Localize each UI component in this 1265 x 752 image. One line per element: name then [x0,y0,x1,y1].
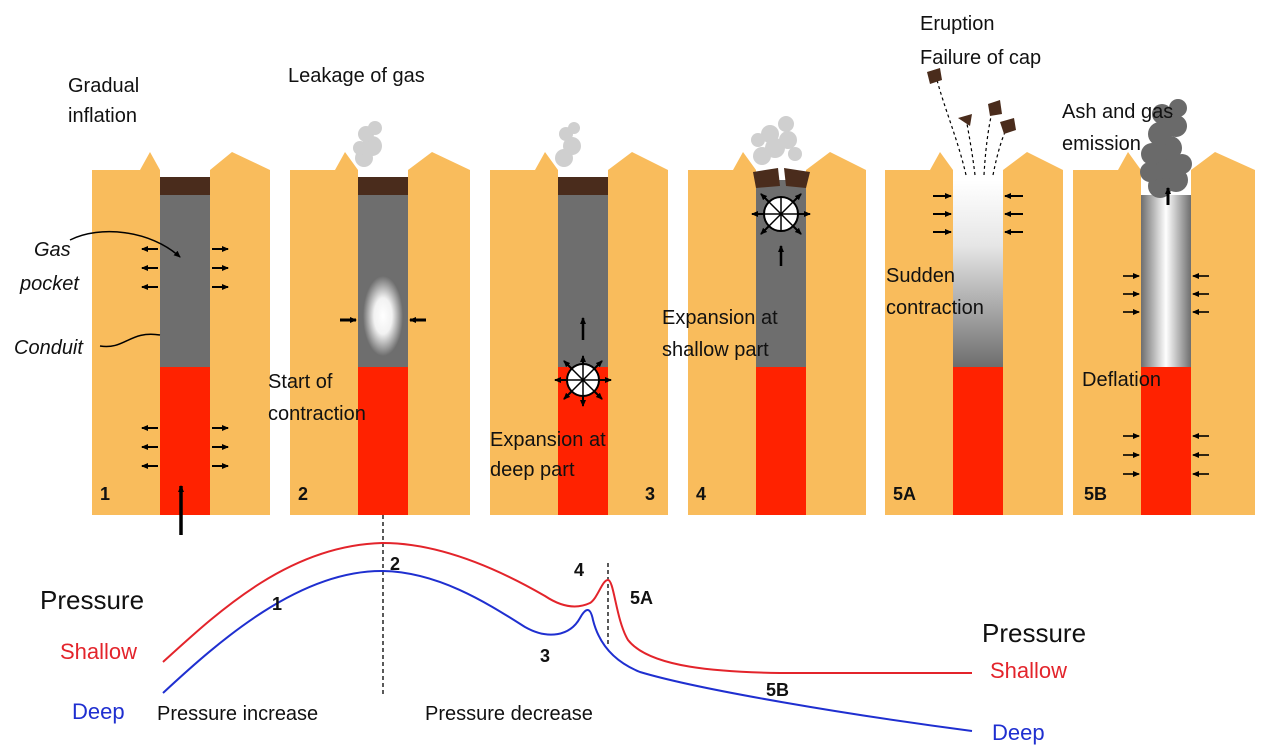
stage-number-3: 3 [645,484,655,504]
cap [160,177,210,195]
curve-point-1: 1 [272,594,282,614]
label-deflation: Deflation [1082,369,1161,391]
rock-body [608,152,668,515]
rock-body [1073,152,1141,515]
rock-body [490,152,558,515]
magma [1141,367,1191,515]
gas-smoke [555,122,581,167]
gas-column [1141,195,1191,367]
stage-number-5a: 5A [893,484,916,504]
label-sudden-contraction: contraction [886,297,984,319]
ejecta-fragments [927,68,1016,176]
label-sudden: Sudden [886,265,955,287]
title-emission: emission [1062,133,1141,155]
rock-body [1191,152,1255,515]
label-expansion-shallow-1: Expansion at [662,307,778,329]
cap [358,177,408,195]
title-gradual: Gradual [68,75,139,97]
rock-body [92,152,160,515]
panel-5a: 5A [885,68,1063,515]
curve-point-5b: 5B [766,680,789,700]
rock-body [290,152,358,515]
conduit [160,195,210,367]
rock-body [688,152,756,515]
cap [558,177,608,195]
gas-smoke [353,121,382,167]
label-conduit: Conduit [14,337,84,359]
curve-point-5a: 5A [630,588,653,608]
panel-5b: 5B [1073,99,1255,515]
graph-pressure-left: Pressure [40,585,144,615]
curve-point-4: 4 [574,560,584,580]
gas-pocket-leader [69,230,181,258]
graph-pressure-right: Pressure [982,618,1086,648]
magma [756,367,806,515]
curve-point-2: 2 [390,554,400,574]
title-inflation: inflation [68,105,137,127]
panel-3: 3 [490,122,668,515]
arrows-outward [141,246,229,535]
magma [160,367,210,515]
gas-bubble [363,276,403,356]
expansion-burst [554,317,612,407]
panel-2: 2 [290,121,470,515]
magma [358,367,408,515]
gas-smoke [751,116,802,165]
stage-number-4: 4 [696,484,706,504]
label-gas: Gas [34,239,71,261]
stage-number-1: 1 [100,484,110,504]
deep-pressure-curve [162,569,973,732]
rock-body [806,152,866,515]
rock-body [1003,152,1063,515]
cracked-cap [753,168,810,188]
rock-body [210,152,270,515]
arrows-inward [933,193,1023,235]
panel-1: 1 [69,152,270,535]
graph-deep-left: Deep [72,699,125,724]
stage-number-5b: 5B [1084,484,1107,504]
curve-point-3: 3 [540,646,550,666]
graph-shallow-right: Shallow [990,658,1067,683]
gas-column [953,180,1003,367]
magma [953,367,1003,515]
pressure-graph: Pressure Shallow Deep Pressure Shallow D… [40,515,1086,745]
label-expansion-deep-2: deep part [490,459,575,481]
label-pocket: pocket [19,273,80,295]
rock-body [408,152,470,515]
arrows-inward [1123,273,1209,477]
phase-pressure-decrease: Pressure decrease [425,703,593,725]
title-ash-and-gas: Ash and gas [1062,101,1173,123]
graph-deep-right: Deep [992,720,1045,745]
conduit-leader [99,333,161,348]
stage-number-2: 2 [298,484,308,504]
conduit [558,195,608,367]
label-contraction: contraction [268,403,366,425]
graph-shallow-left: Shallow [60,639,137,664]
expansion-burst [751,193,811,266]
shallow-pressure-curve [162,541,972,674]
title-leakage: Leakage of gas [288,65,425,87]
phase-pressure-increase: Pressure increase [157,703,318,725]
panel-4: 4 [688,116,866,515]
ash-plume [1140,99,1192,198]
rock-body [885,152,953,515]
label-expansion-shallow-2: shallow part [662,339,769,361]
label-expansion-deep-1: Expansion at [490,429,606,451]
label-start-of: Start of [268,371,333,393]
panel-labels: Gradual inflation Leakage of gas Eruptio… [14,13,1173,481]
title-failure-of-cap: Failure of cap [920,47,1041,69]
title-eruption: Eruption [920,13,995,35]
